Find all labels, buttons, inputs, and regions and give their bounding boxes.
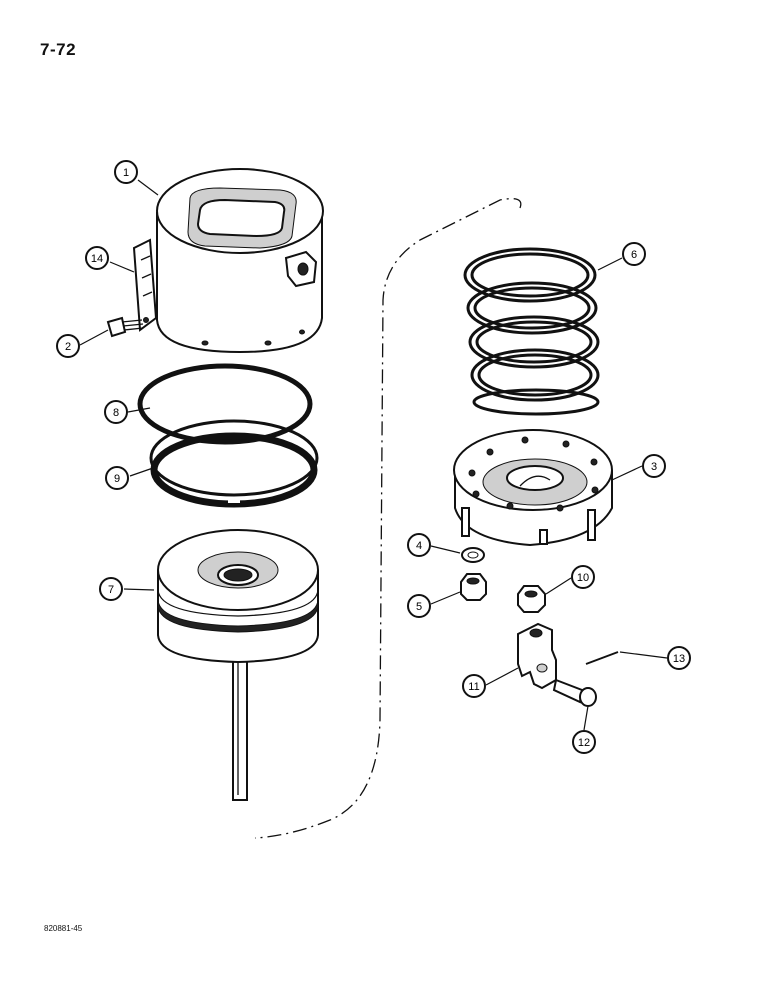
part-1-housing: [156, 168, 324, 354]
part-13-cotter-pin: [585, 651, 619, 665]
callouts: 1 14 2 8 9 7 6 3 4 5 10 11 12 13: [56, 160, 691, 754]
leader-8: [127, 407, 151, 413]
callout-8: 8: [104, 400, 128, 424]
svg-text:6: 6: [631, 249, 637, 261]
svg-text:3: 3: [651, 461, 657, 473]
svg-text:13: 13: [673, 653, 685, 665]
svg-text:10: 10: [577, 572, 589, 584]
leader-lines: [79, 179, 668, 731]
callout-9: 9: [105, 466, 129, 490]
leader-2: [79, 329, 109, 346]
leader-1: [137, 179, 159, 196]
leader-9: [129, 467, 154, 477]
part-14-plate: [132, 238, 158, 332]
callout-12: 12: [572, 730, 596, 754]
leader-3: [611, 465, 643, 481]
svg-text:8: 8: [113, 407, 119, 419]
svg-text:5: 5: [416, 601, 422, 613]
callout-10: 10: [571, 565, 595, 589]
callout-3: 3: [642, 454, 666, 478]
part-7-piston: [157, 529, 319, 801]
callout-6: 6: [622, 242, 646, 266]
part-11-clevis: [517, 622, 557, 690]
leader-12: [583, 705, 589, 731]
part-12-pin: [552, 678, 597, 707]
part-8-o-ring: [137, 363, 313, 445]
part-6-spring: [463, 247, 600, 416]
leader-14: [109, 261, 135, 273]
svg-text:7: 7: [108, 584, 114, 596]
svg-text:1: 1: [123, 167, 129, 179]
callout-7: 7: [99, 577, 123, 601]
part-4-washer: [461, 547, 485, 563]
callout-4: 4: [407, 533, 431, 557]
leader-7: [123, 588, 155, 591]
callout-1: 1: [114, 160, 138, 184]
part-3-spring-seat: [453, 429, 613, 547]
assembly-guide-line: [254, 197, 522, 839]
leader-6: [597, 257, 623, 271]
callout-2: 2: [56, 334, 80, 358]
leader-5: [430, 591, 461, 605]
callout-13: 13: [667, 646, 691, 670]
svg-text:2: 2: [65, 341, 71, 353]
part-10-nut: [517, 585, 546, 613]
figure-code: 820881-45: [44, 924, 83, 933]
svg-text:4: 4: [416, 540, 422, 552]
svg-text:9: 9: [114, 473, 120, 485]
svg-text:12: 12: [578, 737, 590, 749]
callout-5: 5: [407, 594, 431, 618]
part-9-seal-ring: [149, 419, 319, 508]
leader-4: [430, 545, 461, 554]
part-5-nut: [460, 573, 487, 601]
callout-14: 14: [85, 246, 109, 270]
page-number: 7-72: [40, 40, 77, 59]
leader-13: [619, 651, 668, 659]
part-2-screw: [106, 316, 144, 338]
svg-text:11: 11: [468, 681, 479, 693]
callout-11: 11: [462, 674, 486, 698]
leader-11: [485, 667, 519, 686]
leader-10: [545, 577, 572, 595]
svg-text:14: 14: [91, 253, 103, 265]
